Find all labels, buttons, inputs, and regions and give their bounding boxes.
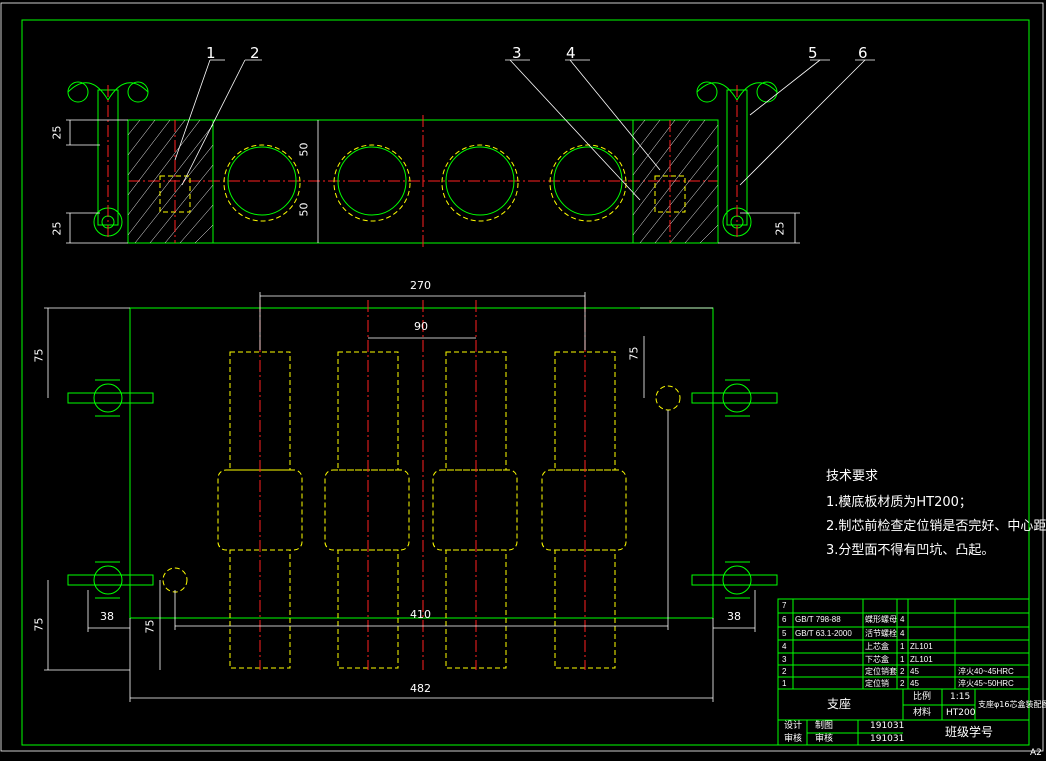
bom-cell-material: 45 bbox=[910, 667, 919, 676]
bom-cell-code: GB/T 63.1-2000 bbox=[795, 629, 852, 638]
design-label: 设计 bbox=[784, 721, 803, 731]
bom-cell-name: 上芯盒 bbox=[865, 642, 889, 651]
dim-label: 25 bbox=[50, 125, 64, 140]
frame-border bbox=[21, 19, 1030, 746]
bom-cell-material: ZL101 bbox=[910, 655, 933, 664]
bom-row: 7 bbox=[778, 600, 1029, 611]
checked-date: 191031 bbox=[870, 734, 905, 744]
dim-label: 38 bbox=[727, 610, 741, 623]
bom-cell-qty: 4 bbox=[900, 629, 905, 638]
bom-row: 1 定位销 2 45 淬火45~50HRC bbox=[778, 678, 1029, 689]
bom-cell-qty: 4 bbox=[900, 615, 905, 624]
class-id: 班级学号 bbox=[945, 725, 994, 739]
bom-row: 3 下芯盒 1 ZL101 bbox=[778, 654, 1029, 665]
bom-cell-qty: 1 bbox=[900, 642, 905, 651]
part-name: 支座 bbox=[827, 697, 852, 711]
dim-label: 90 bbox=[414, 320, 428, 333]
swing-bolt-right bbox=[696, 81, 778, 240]
requirement-item: 1.模底板材质为HT200； bbox=[826, 495, 972, 510]
bom-cell-no: 2 bbox=[782, 667, 787, 676]
bom-cell-name: 定位销套 bbox=[865, 667, 897, 676]
bom-cell-name: 定位销 bbox=[865, 679, 889, 688]
bom-cell-material: 45 bbox=[910, 679, 919, 688]
dim-label: 482 bbox=[410, 682, 431, 695]
bom-cell-qty: 2 bbox=[900, 667, 905, 676]
balloon-5: 5 bbox=[808, 44, 818, 62]
requirements-title: 技术要求 bbox=[826, 469, 879, 484]
hatched-right bbox=[632, 119, 719, 244]
section-view bbox=[66, 59, 875, 250]
bom-cell-note: 淬火40~45HRC bbox=[958, 667, 1014, 676]
bom-cell-name: 蝶形螺母 bbox=[865, 615, 897, 624]
balloon-4: 4 bbox=[566, 44, 576, 62]
dim-label: 25 bbox=[50, 221, 64, 236]
bom-cell-no: 3 bbox=[782, 655, 787, 664]
balloon-1: 1 bbox=[206, 44, 216, 62]
bom-cell-name: 活节螺栓 bbox=[865, 629, 897, 638]
bom-cell-no: 6 bbox=[782, 615, 787, 624]
drawing-title: 支座φ16芯盒装配图 bbox=[978, 700, 1046, 709]
core-cavities-hidden bbox=[217, 300, 627, 670]
balloon-2: 2 bbox=[250, 44, 260, 62]
core-holes-section bbox=[223, 115, 627, 250]
requirement-item: 3.分型面不得有凹坑、凸起。 bbox=[826, 543, 995, 558]
dim-label: 270 bbox=[410, 279, 431, 292]
bom-cell-code: GB/T 798-88 bbox=[795, 615, 841, 624]
dim-label: 38 bbox=[100, 610, 114, 623]
checked-label: 审核 bbox=[815, 734, 834, 744]
bom-cell-name: 下芯盒 bbox=[865, 655, 889, 664]
hatched-left bbox=[127, 119, 214, 244]
bom-cell-no: 4 bbox=[782, 642, 787, 651]
pin-hole-left bbox=[162, 567, 188, 593]
bom-cell-no: 5 bbox=[782, 629, 787, 638]
bolt-clamps bbox=[67, 379, 778, 599]
review-label: 审核 bbox=[784, 734, 803, 744]
sheet-size: A2 bbox=[1030, 748, 1042, 758]
scale-label: 比例 bbox=[913, 692, 932, 702]
dim-label: 75 bbox=[627, 346, 641, 361]
bom-cell-qty: 2 bbox=[900, 679, 905, 688]
title-block-grid bbox=[777, 598, 1030, 746]
dim-label: 50 bbox=[297, 142, 311, 157]
material-value: HT200 bbox=[946, 708, 976, 718]
drawn-date: 191031 bbox=[870, 721, 905, 731]
scale-value: 1:15 bbox=[950, 692, 971, 702]
balloon-3: 3 bbox=[512, 44, 522, 62]
dim-label: 410 bbox=[410, 608, 431, 621]
bom-cell-no: 7 bbox=[782, 601, 787, 610]
bom-cell-material: ZL101 bbox=[910, 642, 933, 651]
bom-cell-note: 淬火45~50HRC bbox=[958, 679, 1014, 688]
balloon-6: 6 bbox=[858, 44, 868, 62]
plan-view bbox=[44, 292, 778, 702]
swing-bolt-left bbox=[67, 81, 149, 240]
bom-cell-no: 1 bbox=[782, 679, 787, 688]
requirement-item: 2.制芯前检查定位销是否完好、中心距尺寸是否超差； bbox=[826, 519, 1046, 534]
pin-hole-right bbox=[655, 385, 681, 411]
bom-cell-qty: 1 bbox=[900, 655, 905, 664]
dim-label: 75 bbox=[143, 619, 157, 634]
bom-row: 4 上芯盒 1 ZL101 bbox=[778, 641, 1029, 652]
plan-dim-lines bbox=[44, 292, 756, 702]
section-dim-lines bbox=[66, 59, 875, 244]
dim-label: 75 bbox=[32, 348, 46, 363]
dim-label: 25 bbox=[773, 221, 787, 236]
drawn-label: 制图 bbox=[815, 721, 834, 731]
dim-label: 75 bbox=[32, 617, 46, 632]
material-label: 材料 bbox=[913, 708, 932, 718]
dim-label: 50 bbox=[297, 202, 311, 217]
